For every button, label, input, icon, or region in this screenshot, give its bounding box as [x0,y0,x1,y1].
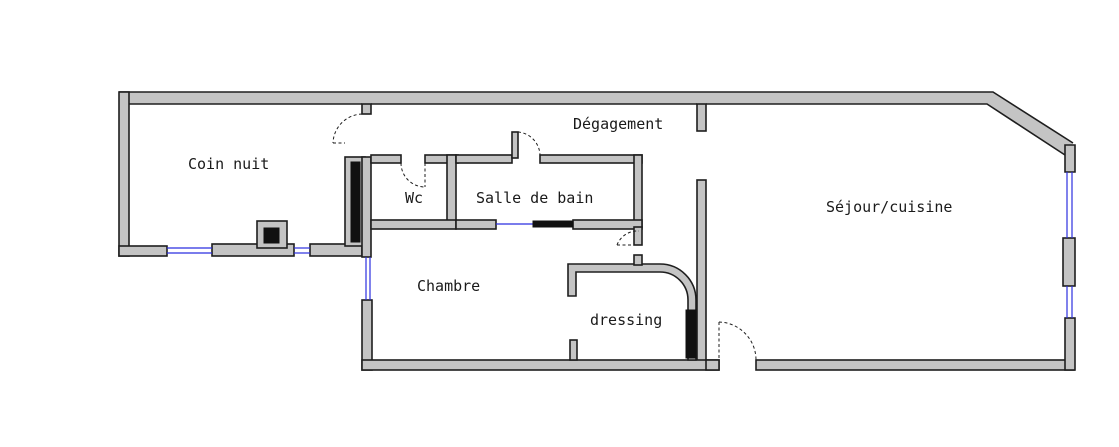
room-label-chambre: Chambre [417,277,480,295]
exterior-wall-coin-nuit-bottom [118,243,363,257]
exterior-wall-left [118,91,130,257]
exterior-wall-right [1062,144,1076,371]
room-label-sejour-cuisine: Séjour/cuisine [826,198,952,216]
partition-sejour [696,103,707,370]
partition-coin-nuit [344,103,372,258]
exterior-wall-sejour-bottom [705,359,1075,371]
door-salle-de-bain [517,131,541,156]
door-wc [400,162,426,188]
door-entrance [718,321,757,361]
room-label-wc: Wc [405,189,423,207]
dressing-walls [567,226,697,361]
salle-de-bain-walls [455,131,643,230]
chimney [256,220,288,249]
radiator [532,220,574,228]
chambre-walls [361,257,720,371]
door-coin-nuit [332,113,363,144]
room-label-dressing: dressing [590,311,662,329]
room-label-degagement: Dégagement [573,115,663,133]
room-label-salle-de-bain: Salle de bain [476,189,593,207]
exterior-wall-top [119,91,1074,156]
door-dressing [616,230,640,246]
room-label-coin-nuit: Coin nuit [188,155,269,173]
